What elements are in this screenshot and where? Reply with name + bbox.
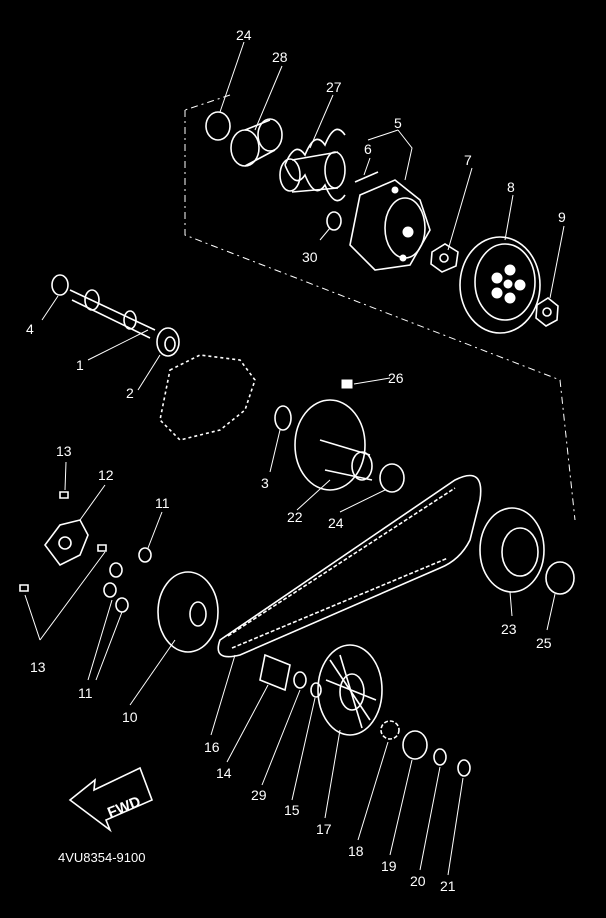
- label-10: 10: [122, 709, 138, 725]
- part-3-ring: [274, 405, 292, 431]
- part-16-belt: [217, 474, 482, 658]
- label-16: 16: [204, 739, 220, 755]
- part-6-pin: [354, 171, 379, 183]
- part-20-washer: [433, 748, 447, 766]
- part-24-washer-lower: [379, 463, 405, 493]
- part-25-ring: [545, 561, 575, 595]
- label-23: 23: [501, 621, 517, 637]
- part-15-washer: [310, 682, 322, 698]
- label-25: 25: [536, 635, 552, 651]
- label-12: 12: [98, 467, 114, 483]
- label-3: 3: [261, 475, 269, 491]
- part-22-sheave: [294, 399, 373, 491]
- label-13-top: 13: [56, 443, 72, 459]
- part-9-nut: [535, 297, 559, 327]
- label-27: 27: [326, 79, 342, 95]
- part-17-fan: [317, 644, 383, 736]
- label-1: 1: [76, 357, 84, 373]
- label-29: 29: [251, 787, 267, 803]
- label-13-bottom: 13: [30, 659, 46, 675]
- label-5: 5: [394, 115, 402, 131]
- part-14-collar: [259, 653, 291, 692]
- part-7-nut: [430, 243, 459, 273]
- part-8-clutch-housing: [459, 236, 541, 334]
- forward-arrow: FWD: [68, 766, 154, 833]
- diagram-code: 4VU8354-9100: [58, 850, 145, 865]
- label-24-lower: 24: [328, 515, 344, 531]
- part-19-nut: [402, 730, 428, 760]
- part-30-ring: [326, 211, 342, 231]
- part-13-sliders: [19, 491, 107, 592]
- label-4: 4: [26, 321, 34, 337]
- part-18-star-washer: [380, 720, 400, 740]
- part-5-clutch-carrier: [349, 179, 431, 271]
- label-21: 21: [440, 878, 456, 894]
- part-24-washer: [205, 111, 231, 141]
- fwd-label: FWD: [105, 793, 143, 822]
- label-7: 7: [464, 152, 472, 168]
- part-23-secondary-sheave: [479, 507, 545, 593]
- part-28-collar: [230, 118, 283, 167]
- label-14: 14: [216, 765, 232, 781]
- label-17: 17: [316, 821, 332, 837]
- part-21-washer: [457, 759, 471, 777]
- label-2: 2: [126, 385, 134, 401]
- label-22: 22: [287, 509, 303, 525]
- label-11-top: 11: [155, 495, 170, 511]
- part-12-cam: [44, 519, 89, 567]
- label-30: 30: [302, 249, 318, 265]
- label-8: 8: [507, 179, 515, 195]
- label-11-bottom: 11: [78, 685, 93, 701]
- part-27-spring: [279, 128, 346, 202]
- label-18: 18: [348, 843, 364, 859]
- label-24-top: 24: [236, 27, 252, 43]
- label-19: 19: [381, 858, 397, 874]
- part-29-washer: [293, 671, 307, 689]
- part-2-bearing: [156, 327, 180, 357]
- part-4-bearing: [51, 274, 69, 296]
- label-20: 20: [410, 873, 426, 889]
- label-26: 26: [388, 370, 404, 386]
- assembly-boundary: [184, 94, 576, 521]
- part-10-primary-sheave: [157, 571, 219, 653]
- label-15: 15: [284, 802, 300, 818]
- gasket: [159, 354, 256, 441]
- leader-lines: [24, 41, 565, 876]
- part-11-rollers: [103, 547, 152, 613]
- label-28: 28: [272, 49, 288, 65]
- label-6: 6: [364, 141, 372, 157]
- part-1-shaft: [69, 289, 156, 339]
- callout-labels: 24 28 27 5 6 7 8 9 30 4 1 2 26 3 22 24 1…: [26, 27, 566, 894]
- label-9: 9: [558, 209, 566, 225]
- part-26-screw: [341, 379, 353, 389]
